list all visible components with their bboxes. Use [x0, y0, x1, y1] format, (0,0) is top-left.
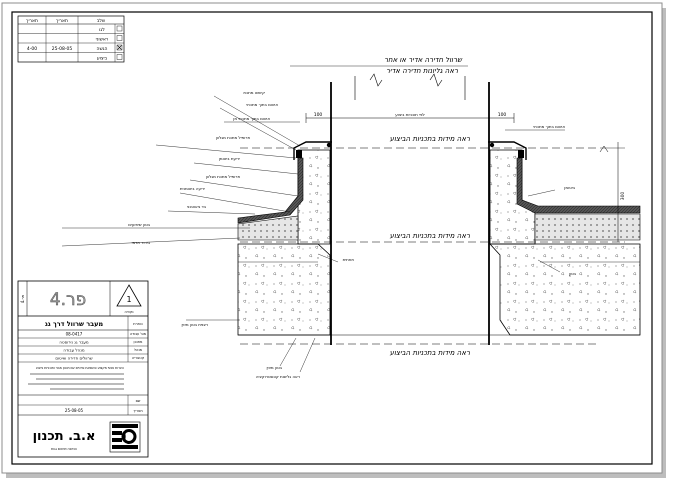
label-bottom-2: ראה גליונות קונסטרוקציה [256, 374, 300, 379]
title-block: 4.פר פר.4 1 נקודה כותרת מס' עבודה מתכנן … [17, 280, 149, 458]
field-value: 08-0417 [66, 332, 83, 337]
label-concrete: בטון [569, 271, 577, 276]
status-row-date: 25-08-05 [52, 46, 73, 52]
flashing-left [293, 141, 332, 160]
field-value: מנהל עבודה [63, 348, 84, 353]
drawing-title: מעבר שרוול דרך גג [45, 320, 104, 328]
field-label: תאריך [133, 409, 142, 413]
insulation-left [237, 215, 299, 241]
label-bottom-1: בטון מזוין [266, 365, 282, 370]
callout: רצפת בטון מזוין [181, 322, 208, 327]
level-note-top: ראה מידות בתכניות הביצוע [390, 135, 470, 143]
callout: בטון שיפועים [128, 222, 150, 227]
label-opening: תחתית [343, 257, 355, 262]
level-note-mid: ראה מידות בתכניות הביצוע [390, 232, 470, 240]
dim-100-left: 100 [314, 112, 323, 118]
slab-left [237, 243, 331, 336]
status-row-stage: ראשוני [96, 38, 109, 43]
status-header-2: תאריך [56, 19, 68, 24]
notes-text: הערות אנשי מקצוע והשוואת פרטים עם תכנון … [36, 366, 124, 370]
top-note-1: שרוול חדירה אדיר או אחר [384, 56, 463, 64]
detail-triangle-icon [116, 284, 142, 307]
callout: בד גיאוטכני [187, 204, 207, 209]
field-label: מנהל [134, 348, 143, 352]
field-label: כותרת [133, 322, 143, 326]
status-checkbox[interactable] [116, 35, 123, 41]
status-header-3: שלב [97, 19, 105, 24]
flashing-right [488, 141, 527, 160]
status-row-stage: הגשה [97, 47, 108, 52]
rotated-sheet-label: 4.פר [20, 294, 25, 303]
sheet-number: פר.4 [50, 290, 86, 310]
callouts-left: קישוט מתכת איטום בתוך מתכתי איטום בתוך מ… [61, 90, 301, 327]
callout: פרופיל מתכת מגלוון [206, 174, 241, 179]
callout: פרופיל מתכת מגלוון [216, 135, 251, 140]
company-logo: א.ב. תכנון הנדסה ואיטום גגות [33, 421, 141, 453]
curb-left [297, 149, 331, 245]
dim-300: 300 [620, 192, 626, 201]
status-row-stage: לגו [99, 28, 105, 33]
sealant-left [296, 150, 302, 158]
status-checkbox[interactable] [116, 25, 123, 32]
field-label: קטגוריה [132, 356, 145, 360]
membrane-right [516, 157, 641, 214]
detail-number: 1 [126, 295, 131, 304]
field-value: 25-08-05 [65, 408, 84, 413]
status-row-stage: ביצוע [97, 57, 108, 62]
title-fields: כותרת מס' עבודה מתכנן מנהל קטגוריה שם תא… [18, 316, 148, 416]
sealant-right [518, 150, 524, 158]
callout: קישוט מתכת [243, 90, 265, 95]
dimension-width: 100 100 לפי תוכניות ביצוע [305, 112, 515, 123]
callout: איטום בתוך מתכתי מן [233, 116, 270, 121]
level-note-bottom: ראה מידות בתכניות הביצוע [390, 349, 470, 357]
callout: בידוד תרמי [132, 240, 151, 245]
field-label: מס' עבודה [130, 332, 147, 336]
company-name: א.ב. תכנון [33, 429, 96, 444]
status-checkbox[interactable] [116, 54, 123, 60]
membrane-left [237, 157, 304, 224]
callout: איטום בתוך מתכתי [246, 102, 278, 107]
dim-label: לפי תוכניות ביצוע [395, 112, 424, 117]
label-top-right: איטום בתוך מתכתי [533, 124, 565, 129]
callouts-right: איטום בתוך מתכתי ביטומן בטון תחתית בטון … [256, 124, 577, 379]
status-table: תאריך תאריך שלב לגו ראשוני הגשה ביצוע 25… [17, 15, 125, 63]
detail-sub: נקודה [124, 310, 134, 314]
status-header-1: תאריך [26, 19, 38, 24]
field-label: שם [136, 399, 141, 403]
label-bitumen: ביטומן [564, 185, 575, 190]
dim-100-right: 100 [498, 112, 507, 118]
insulation-right [534, 213, 641, 241]
field-label: מתכנן [134, 340, 144, 344]
drawing-frame [11, 11, 653, 465]
company-sub: הנדסה ואיטום גגות [51, 447, 77, 451]
checkmark-icon [117, 45, 122, 50]
dimension-height: 300 [599, 142, 626, 242]
section-detail: שרוול חדירה אדיר או אחר ראה גליונות חדיר… [237, 56, 641, 357]
status-row-num: 4-00 [27, 46, 37, 52]
top-note-2: ראה גליונות חדירה אדיר [386, 67, 458, 75]
field-value: שרוולים חדירה ואיטום [55, 356, 92, 361]
field-value: מעבר גג נירוסטה [59, 340, 89, 345]
notes-block: הערות אנשי מקצוע והשוואת פרטים עם תכנון … [28, 366, 124, 390]
callout: יריעה ביטומנית [180, 186, 205, 191]
slab-right [489, 243, 641, 336]
callout: יריעת ביטומן [219, 156, 240, 161]
